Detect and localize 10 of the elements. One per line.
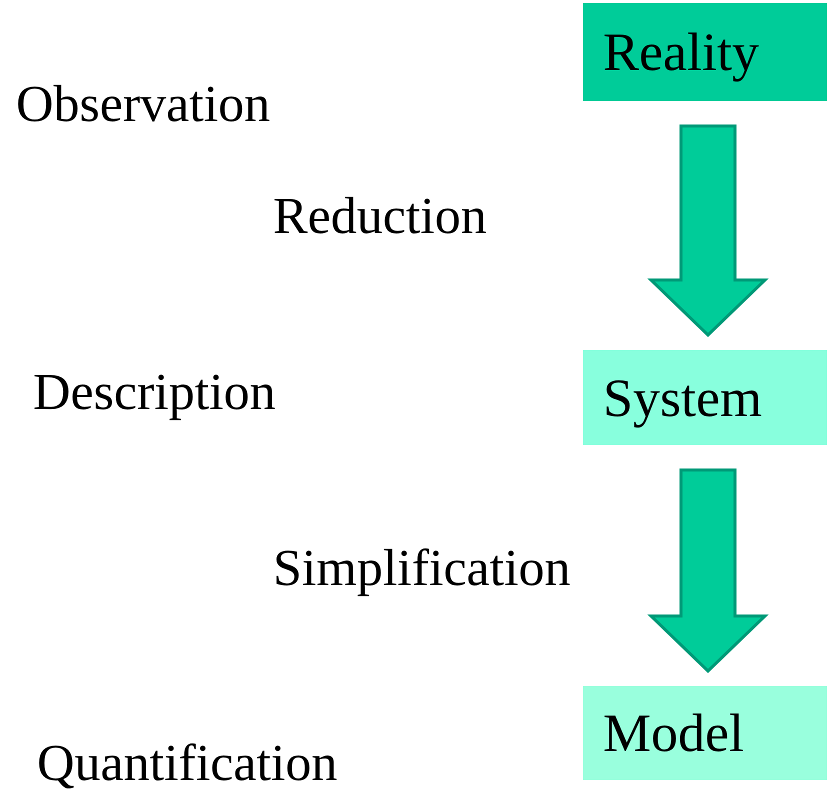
process-box: Reality	[583, 3, 827, 101]
edge-label: Simplification	[273, 540, 571, 598]
block-arrow	[647, 124, 769, 338]
edge-label: Reduction	[273, 188, 487, 246]
process-box: System	[583, 350, 827, 445]
block-arrow	[647, 468, 769, 674]
process-box: Model	[583, 686, 827, 780]
stage-label: Observation	[16, 76, 270, 134]
stage-label: Description	[33, 364, 276, 422]
stage-label: Quantification	[37, 735, 338, 792]
